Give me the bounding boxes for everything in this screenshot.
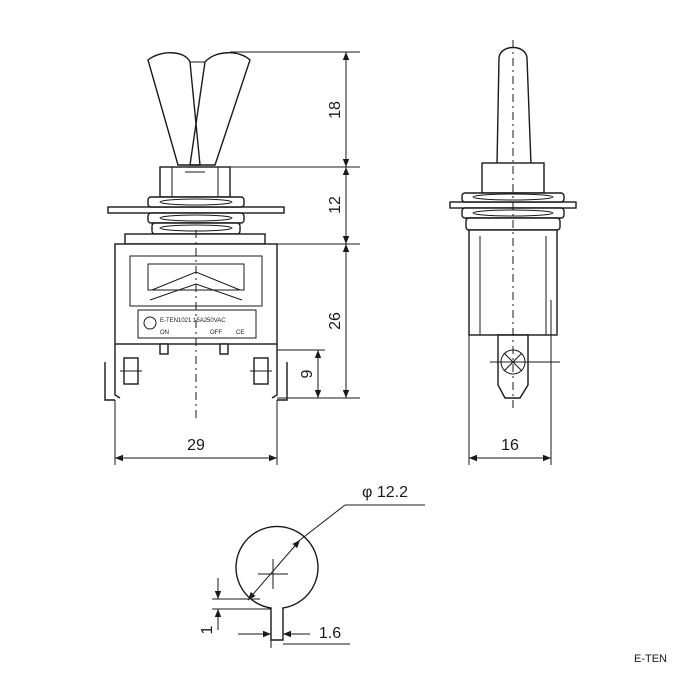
front-view: E-TEN1021 15A250VAC ON OFF CE bbox=[104, 52, 288, 420]
dim-terminal-offset: 9 bbox=[299, 369, 316, 378]
label-plate-ce: CE bbox=[236, 330, 244, 336]
dim-key-depth: 1 bbox=[199, 625, 216, 634]
dim-body-width: 29 bbox=[187, 437, 205, 454]
dim-lever-height: 18 bbox=[327, 101, 344, 119]
dim-hole-diameter: φ 12.2 bbox=[362, 484, 408, 501]
front-bushing bbox=[107, 166, 285, 235]
dim-bushing-height: 12 bbox=[327, 196, 344, 214]
brand-label: E-TEN bbox=[634, 653, 667, 665]
side-dimensions: 16 bbox=[468, 300, 552, 465]
panel-cutout: φ 12.2 1 1.6 bbox=[199, 484, 425, 648]
label-plate-rating: E-TEN1021 15A250VAC bbox=[160, 318, 226, 324]
dim-key-width: 1.6 bbox=[319, 625, 341, 642]
label-plate-on: ON bbox=[160, 330, 169, 336]
dim-side-width: 16 bbox=[501, 437, 519, 454]
dim-body-height: 26 bbox=[327, 312, 344, 330]
side-view bbox=[449, 40, 577, 410]
front-dimensions: 18 12 26 9 29 bbox=[114, 51, 360, 465]
front-lever bbox=[147, 52, 251, 166]
label-plate-off: OFF bbox=[210, 330, 222, 336]
